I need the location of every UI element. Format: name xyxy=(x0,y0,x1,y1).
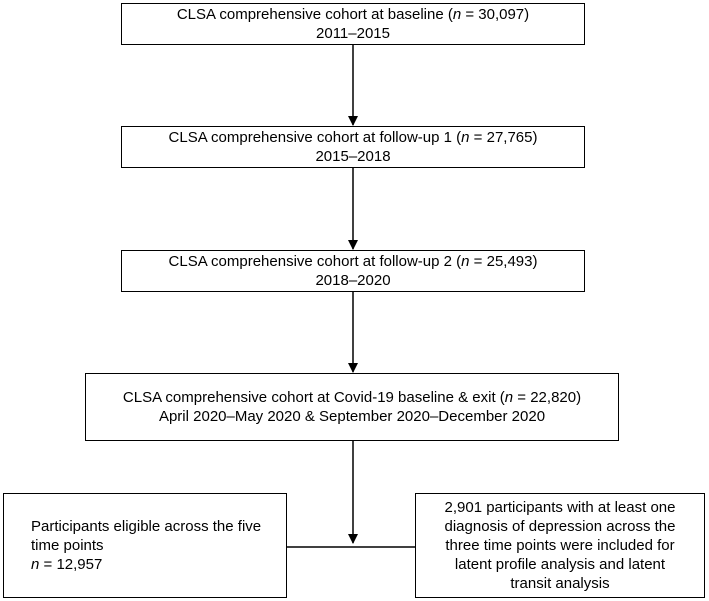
depression-line-3: three time points were included for xyxy=(445,537,675,554)
depression-line-5: transit analysis xyxy=(510,575,610,592)
depression-participants-box: 2,901 participants with at least one dia… xyxy=(415,493,705,598)
baseline-cohort-box: CLSA comprehensive cohort at baseline (n… xyxy=(121,3,585,45)
eligible-line-1: Participants eligible across the five xyxy=(31,518,262,535)
followup2-cohort-label: CLSA comprehensive cohort at follow-up 2… xyxy=(168,253,538,270)
followup2-cohort-box: CLSA comprehensive cohort at follow-up 2… xyxy=(121,250,585,292)
depression-line-4: latent profile analysis and latent xyxy=(454,556,666,573)
baseline-cohort-label: CLSA comprehensive cohort at baseline (n… xyxy=(176,6,530,23)
depression-line-1: 2,901 participants with at least one xyxy=(444,499,676,516)
baseline-period: 2011–2015 xyxy=(316,25,390,42)
eligible-line-2: time points xyxy=(31,537,104,554)
covid-cohort-label: CLSA comprehensive cohort at Covid-19 ba… xyxy=(122,389,582,406)
followup1-cohort-box: CLSA comprehensive cohort at follow-up 1… xyxy=(121,126,585,168)
depression-line-2: diagnosis of depression across the xyxy=(444,518,676,535)
eligible-count: n = 12,957 xyxy=(31,556,103,573)
eligible-participants-box: Participants eligible across the five ti… xyxy=(3,493,287,598)
followup1-cohort-label: CLSA comprehensive cohort at follow-up 1… xyxy=(168,129,538,146)
covid-cohort-box: CLSA comprehensive cohort at Covid-19 ba… xyxy=(85,373,619,441)
covid-period: April 2020–May 2020 & September 2020–Dec… xyxy=(158,408,546,425)
followup1-period: 2015–2018 xyxy=(315,148,391,165)
followup2-period: 2018–2020 xyxy=(315,272,391,289)
